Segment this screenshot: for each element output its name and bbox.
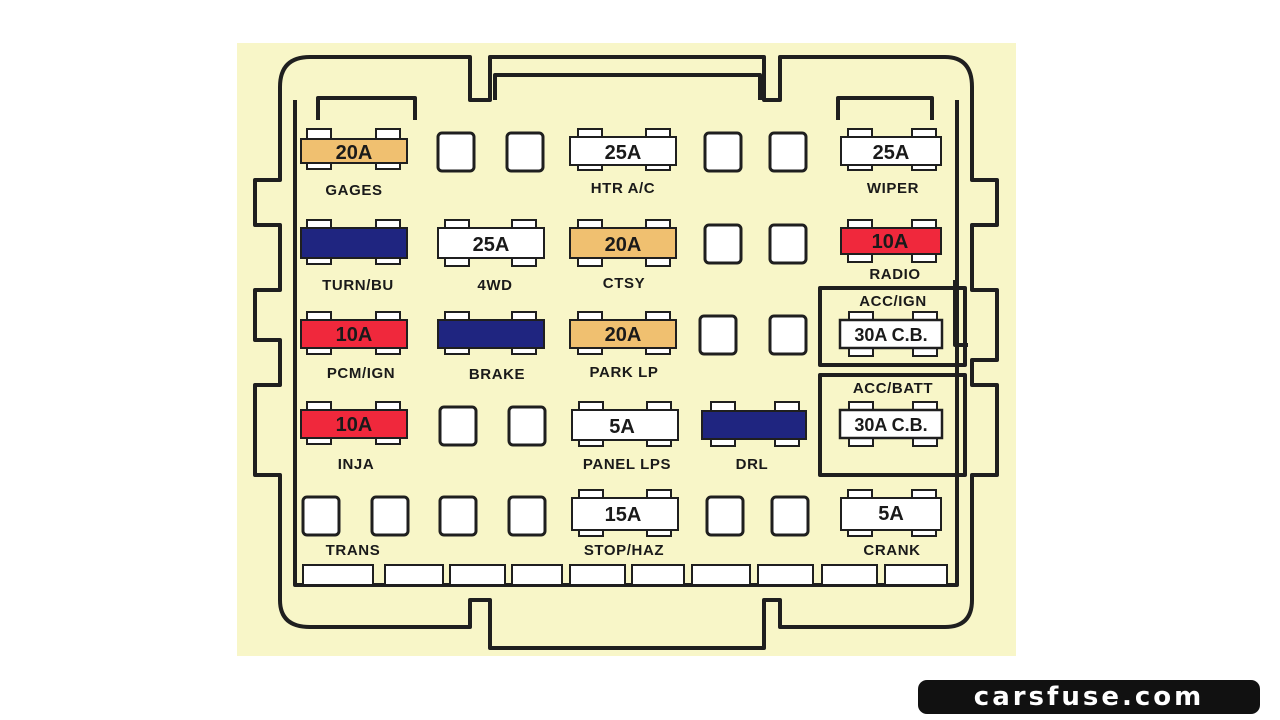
fuse-label: CRANK: [863, 542, 920, 559]
fuse-label: TURN/BU: [322, 277, 394, 294]
fuse-body: [569, 136, 677, 166]
fuse-label: BRAKE: [469, 366, 525, 383]
fuse-rating: 5A: [878, 503, 904, 525]
fuse-body: [569, 227, 677, 259]
fuse-ctsy: 20A CTSY: [569, 219, 677, 292]
fuse-inja: 10A INJA: [300, 401, 408, 473]
fuse-terminal: [375, 128, 401, 140]
fuse-brake: BRAKE: [437, 311, 545, 383]
fuse-body: [701, 410, 807, 440]
fuse-label: PANEL LPS: [583, 456, 671, 473]
fuse-rating: 10A: [336, 324, 373, 346]
fuse-body: [300, 319, 408, 349]
fuse-label: DRL: [736, 456, 769, 473]
fuse-label: CTSY: [603, 275, 645, 292]
empty-fuse-sockets: [301, 131, 810, 537]
fuse-body: [300, 227, 408, 259]
fuse-body: [840, 497, 942, 531]
fuse-rating: 25A: [473, 234, 510, 256]
fuse-turn-bu: TURN/BU: [300, 219, 408, 294]
fuse-body: [300, 138, 408, 164]
breaker-body: [838, 408, 944, 440]
fuse-body: [437, 319, 545, 349]
socket-label-trans: TRANS: [326, 542, 381, 559]
fuse-rating: 25A: [873, 142, 910, 164]
fuse-label: RADIO: [869, 266, 920, 283]
breaker-acc-batt: ACC/BATT 30A C.B.: [838, 380, 944, 447]
fuse-body: [840, 227, 942, 255]
breaker-rating: 30A C.B.: [854, 325, 927, 345]
fuse-label: WIPER: [867, 180, 919, 197]
breaker-rating: 30A C.B.: [854, 415, 927, 435]
fuse-label: INJA: [338, 456, 375, 473]
breaker-acc-ign: ACC/IGN 30A C.B.: [838, 293, 944, 357]
fuse-rating: 15A: [605, 504, 642, 526]
breaker-label: ACC/IGN: [859, 293, 927, 310]
fuse-label: GAGES: [325, 182, 382, 199]
fuse-label: HTR A/C: [591, 180, 655, 197]
fuse-crank: 5A CRANK: [840, 489, 942, 559]
fuse-rating: 20A: [605, 234, 642, 256]
fuse-label: STOP/HAZ: [584, 542, 664, 559]
fuse-gages: 20A GAGES: [300, 128, 408, 199]
watermark-text: carsfuse.com: [973, 682, 1205, 712]
fuse-body: [571, 497, 679, 531]
fuse-label: PARK LP: [590, 364, 659, 381]
watermark-badge: carsfuse.com: [918, 680, 1260, 714]
bottom-connector-slots: [302, 564, 948, 586]
fuse-wiper: 25A WIPER: [840, 128, 942, 197]
fuse-body: [437, 227, 545, 259]
fuse-panel-lps: 5A PANEL LPS: [571, 401, 679, 473]
fuse-htr-ac: 25A HTR A/C: [569, 128, 677, 197]
fuse-rating: 5A: [609, 416, 635, 438]
fuse-rating: 20A: [336, 142, 373, 164]
fuse-terminal: [306, 128, 332, 140]
fuse-body: [840, 136, 942, 166]
fuse-body: [300, 409, 408, 439]
fuse-body: [569, 319, 677, 349]
fuse-rating: 20A: [605, 324, 642, 346]
fuse-park-lp: 20A PARK LP: [569, 311, 677, 381]
fuse-radio: 10A RADIO: [840, 219, 942, 283]
fuse-rating: 10A: [336, 414, 373, 436]
fuse-4wd: 25A 4WD: [437, 219, 545, 294]
fuse-rating: 25A: [605, 142, 642, 164]
breaker-label: ACC/BATT: [853, 380, 933, 397]
fuse-pcm-ign: 10A PCM/IGN: [300, 311, 408, 382]
fuse-label: 4WD: [477, 277, 512, 294]
breaker-body: [838, 318, 944, 350]
fuse-label: PCM/IGN: [327, 365, 395, 382]
fuse-rating: 10A: [872, 231, 909, 253]
fuse-stop-haz: 15A STOP/HAZ: [571, 489, 679, 559]
fuse-body: [571, 409, 679, 441]
fuse-drl: DRL: [701, 401, 807, 473]
